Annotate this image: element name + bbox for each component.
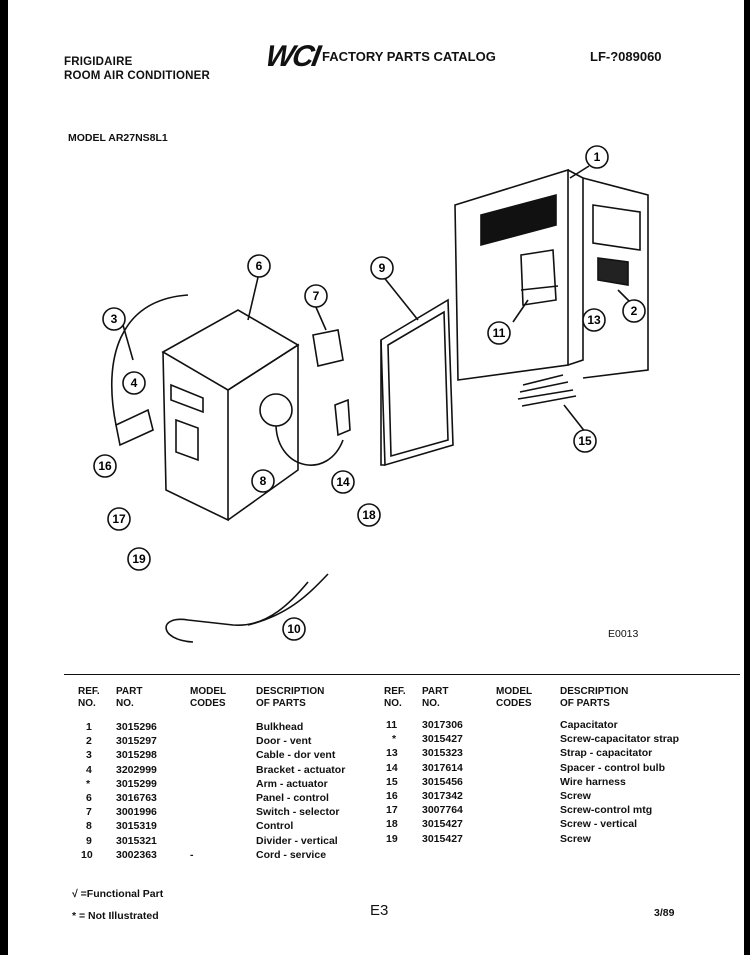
legend-not-illustrated: * = Not Illustrated xyxy=(72,910,159,922)
catalog-page: FRIGIDAIRE ROOM AIR CONDITIONER WCI FACT… xyxy=(8,0,744,955)
model-number: MODEL AR27NS8L1 xyxy=(68,132,168,144)
header-ref-right: REF.NO. xyxy=(384,686,406,709)
callout-16: 16 xyxy=(93,454,117,478)
svg-text:8: 8 xyxy=(260,474,267,488)
svg-text:4: 4 xyxy=(131,376,138,390)
callout-17: 17 xyxy=(107,507,131,531)
svg-text:19: 19 xyxy=(132,552,146,566)
revision-date: 3/89 xyxy=(654,907,675,919)
callout-8: 8 xyxy=(251,469,275,493)
callout-14: 14 xyxy=(331,470,355,494)
svg-text:10: 10 xyxy=(287,622,301,636)
catalog-title: FACTORY PARTS CATALOG xyxy=(322,49,496,64)
callout-9: 9 xyxy=(370,256,394,280)
svg-text:13: 13 xyxy=(587,313,601,327)
product-name: ROOM AIR CONDITIONER xyxy=(64,70,211,82)
svg-text:2: 2 xyxy=(631,304,638,318)
callout-2: 2 xyxy=(622,299,646,323)
svg-text:16: 16 xyxy=(98,459,112,473)
callout-10: 10 xyxy=(282,617,306,641)
svg-text:18: 18 xyxy=(362,508,376,522)
callout-13: 13 xyxy=(582,308,606,332)
svg-text:9: 9 xyxy=(379,261,386,275)
brand-name: FRIGIDAIRE xyxy=(64,56,133,68)
callout-11: 11 xyxy=(487,321,511,345)
callout-7: 7 xyxy=(304,284,328,308)
svg-text:6: 6 xyxy=(256,259,263,273)
svg-text:14: 14 xyxy=(336,475,350,489)
page-number: E3 xyxy=(370,902,389,919)
callout-6: 6 xyxy=(247,254,271,278)
callout-15: 15 xyxy=(573,429,597,453)
header-ref-left: REF.NO. xyxy=(78,686,100,709)
callout-4: 4 xyxy=(122,371,146,395)
table-top-rule xyxy=(64,674,740,675)
svg-text:1: 1 xyxy=(594,150,601,164)
svg-text:15: 15 xyxy=(578,434,592,448)
callout-19: 19 xyxy=(127,547,151,571)
legend-functional-part: √ =Functional Part xyxy=(72,888,164,900)
callout-18: 18 xyxy=(357,503,381,527)
svg-text:7: 7 xyxy=(313,289,320,303)
diagram-code: E0013 xyxy=(608,628,639,640)
exploded-parts-diagram: 1 2 3 4 6 7 8 9 10 11 13 14 15 16 17 18 … xyxy=(93,145,649,643)
callout-1: 1 xyxy=(585,145,609,169)
callout-3: 3 xyxy=(102,307,126,331)
svg-text:17: 17 xyxy=(112,512,126,526)
svg-text:3: 3 xyxy=(111,312,118,326)
catalog-number: LF-?089060 xyxy=(590,49,662,64)
svg-text:11: 11 xyxy=(493,326,506,340)
callouts: 1 2 3 4 6 7 8 9 10 11 13 14 15 16 17 18 … xyxy=(93,145,646,641)
